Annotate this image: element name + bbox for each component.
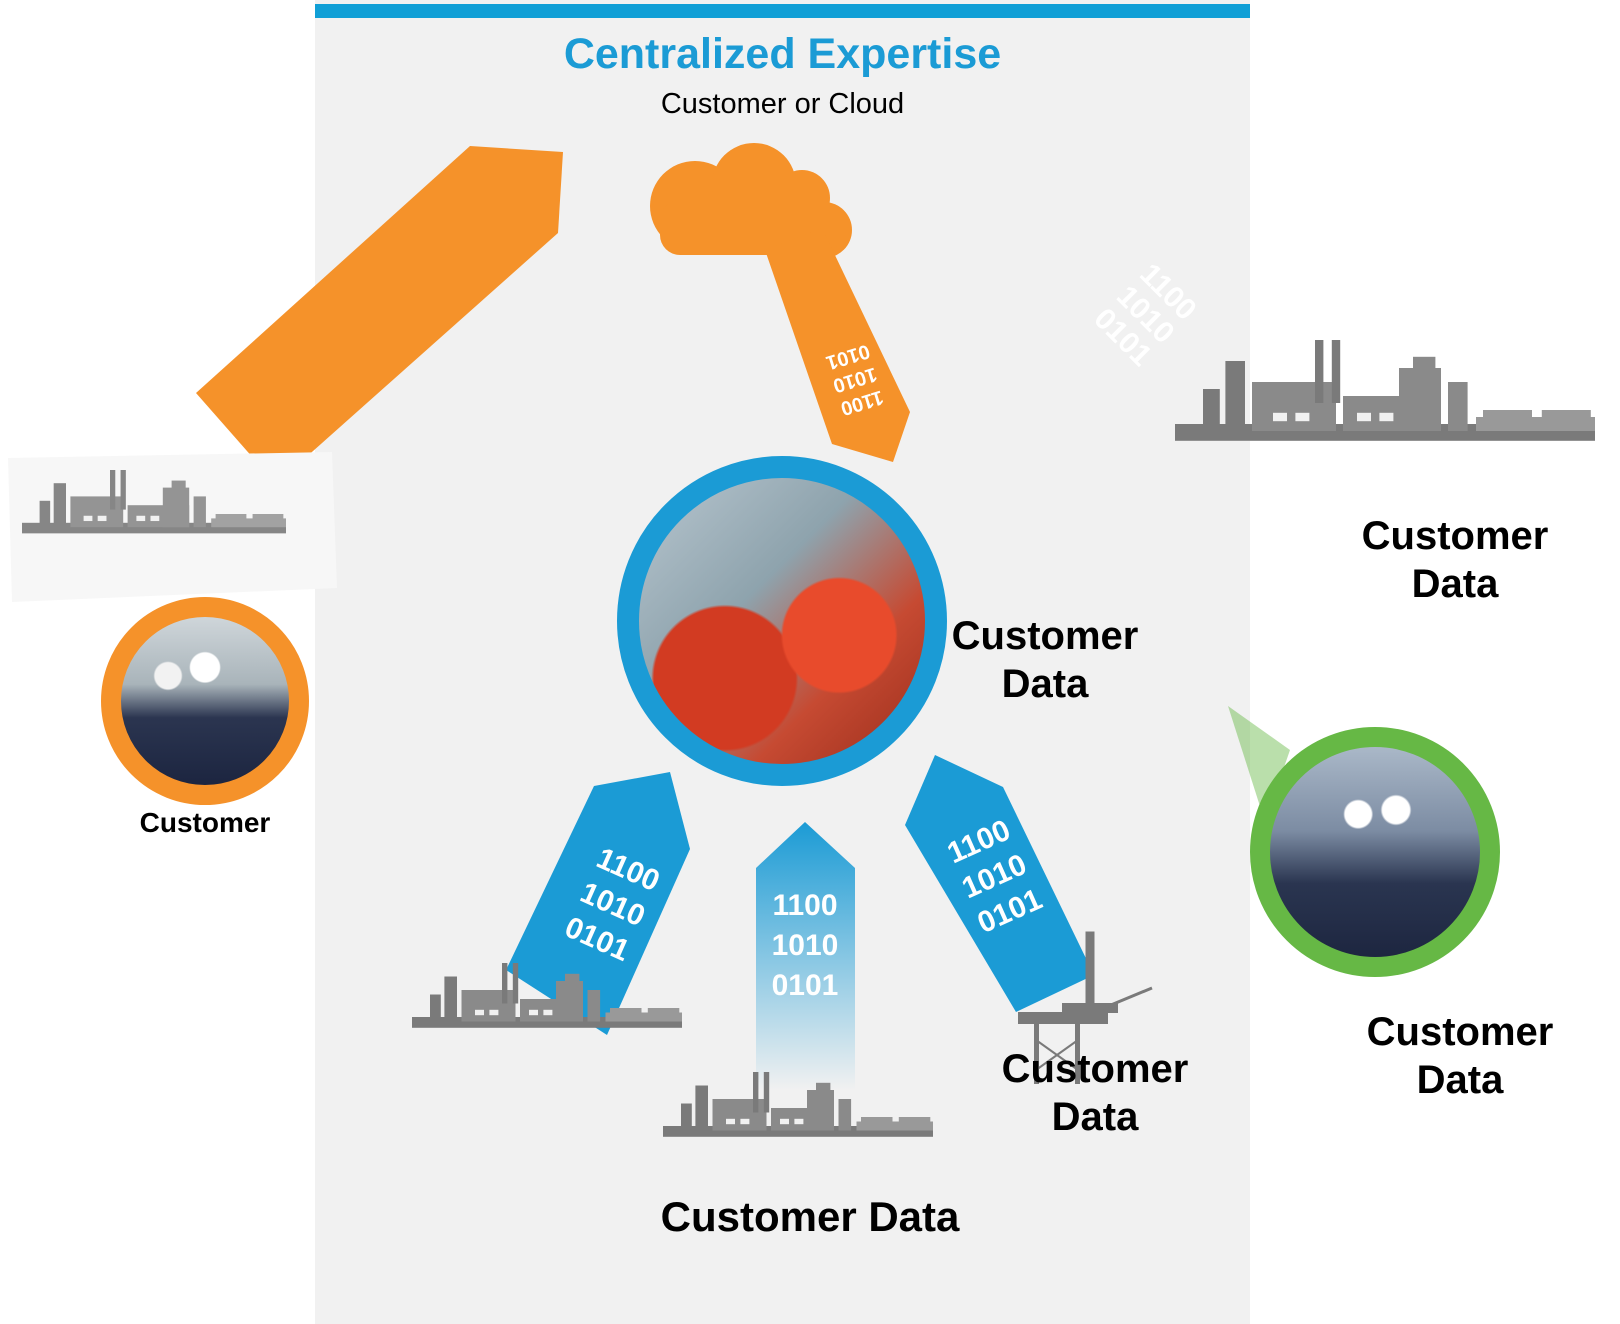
- offshore-platform-icon: [1018, 931, 1153, 1084]
- faded-binary: 1100 1010 0101: [1087, 257, 1202, 372]
- panel-top-bar: [315, 4, 1250, 18]
- orange-upload-arrow: [196, 146, 563, 484]
- right-bottom-customer-data-label: Customer Data: [1366, 1010, 1554, 1102]
- customer-label: Customer: [139, 807, 271, 838]
- bottom-center-customer-data-label: Customer Data: [660, 1193, 960, 1240]
- orange-arrow-binary: 1100 1010 0101: [823, 340, 885, 420]
- page-title: Centralized Expertise: [563, 30, 1002, 78]
- cloud-icon: [650, 143, 852, 258]
- workers-photo: [101, 597, 309, 805]
- blue-arrow-right: [905, 755, 1094, 1012]
- svg-text:1100: 1100: [772, 889, 837, 922]
- blue-arrow-center: [756, 822, 855, 1090]
- center-customer-data-label: Customer Data: [951, 614, 1139, 706]
- bottom-right-customer-data-label: Customer Data: [1001, 1047, 1189, 1139]
- orange-download-arrow: [765, 228, 910, 462]
- control-room-photo: [617, 456, 947, 786]
- industrial-plant-icon: [1175, 340, 1595, 441]
- blue-arrow-center-binary: 1100 1010 0101: [772, 889, 839, 1002]
- page-subtitle: Customer or Cloud: [660, 88, 905, 120]
- svg-text:1010: 1010: [772, 929, 839, 962]
- right-top-customer-data-label: Customer Data: [1361, 514, 1549, 606]
- svg-text:0101: 0101: [772, 969, 839, 1002]
- engineers-photo: [1250, 727, 1500, 977]
- blue-arrow-left: [506, 772, 690, 1035]
